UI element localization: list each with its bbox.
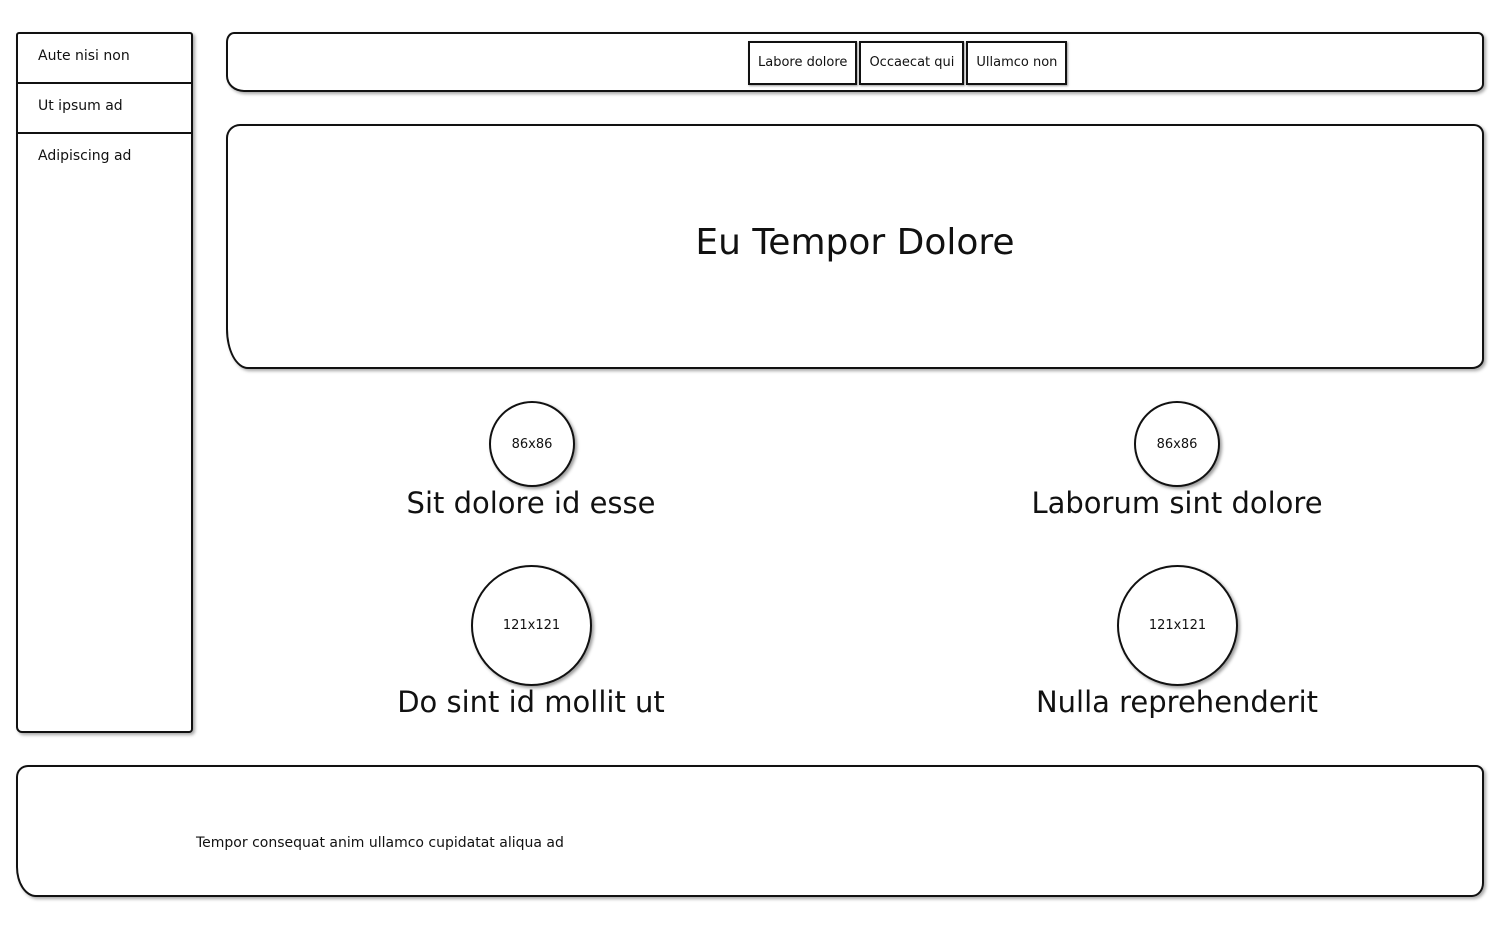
nav-button-labore[interactable]: Labore dolore (748, 41, 858, 85)
feature-image-placeholder: 121x121 (471, 565, 592, 686)
feature-caption: Laborum sint dolore (1031, 486, 1323, 520)
feature-image-placeholder: 86x86 (489, 401, 575, 487)
nav-button-ullamco[interactable]: Ullamco non (966, 41, 1068, 85)
footer-text: Tempor consequat anim ullamco cupidatat … (196, 835, 564, 851)
image-size-label: 86x86 (511, 436, 553, 452)
feature-image-placeholder: 121x121 (1117, 565, 1238, 686)
image-size-label: 86x86 (1156, 436, 1198, 452)
feature-caption: Nulla reprehenderit (1035, 685, 1319, 719)
footer: Tempor consequat anim ullamco cupidatat … (16, 765, 1484, 897)
image-size-label: 121x121 (502, 618, 561, 633)
nav-button-group: Labore dolore Occaecat qui Ullamco non (748, 41, 1068, 85)
nav-button-occaecat[interactable]: Occaecat qui (859, 41, 965, 85)
feature-image-placeholder: 86x86 (1134, 401, 1220, 487)
sidebar-item-adipiscing[interactable]: Adipiscing ad (38, 148, 132, 164)
sidebar-nav: Aute nisi non Ut ipsum ad Adipiscing ad (16, 32, 193, 733)
hero-banner: Eu Tempor Dolore (226, 124, 1484, 369)
sidebar-item-aute[interactable]: Aute nisi non (18, 34, 191, 84)
feature-caption: Do sint id mollit ut (397, 685, 665, 719)
hero-title: Eu Tempor Dolore (695, 222, 1015, 263)
top-nav-bar: Labore dolore Occaecat qui Ullamco non (226, 32, 1484, 92)
sidebar-item-ut[interactable]: Ut ipsum ad (18, 84, 191, 134)
image-size-label: 121x121 (1148, 618, 1207, 633)
feature-caption: Sit dolore id esse (406, 486, 656, 520)
